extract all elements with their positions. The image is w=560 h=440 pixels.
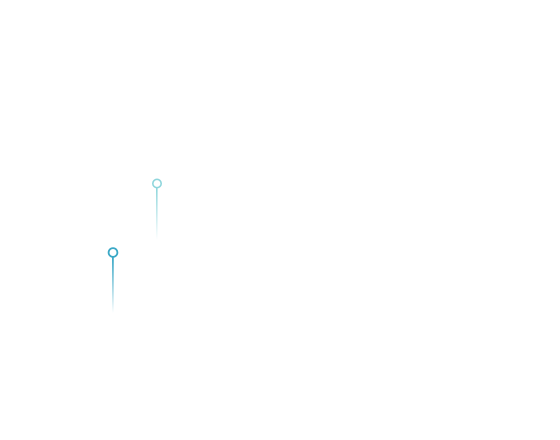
pin-upper-head [152, 178, 163, 189]
pin-upper-stem [156, 188, 158, 240]
pin-upper [152, 178, 163, 240]
pin-lower-head [107, 247, 119, 258]
pin-lower [107, 247, 119, 313]
pin-lower-stem [112, 257, 114, 313]
